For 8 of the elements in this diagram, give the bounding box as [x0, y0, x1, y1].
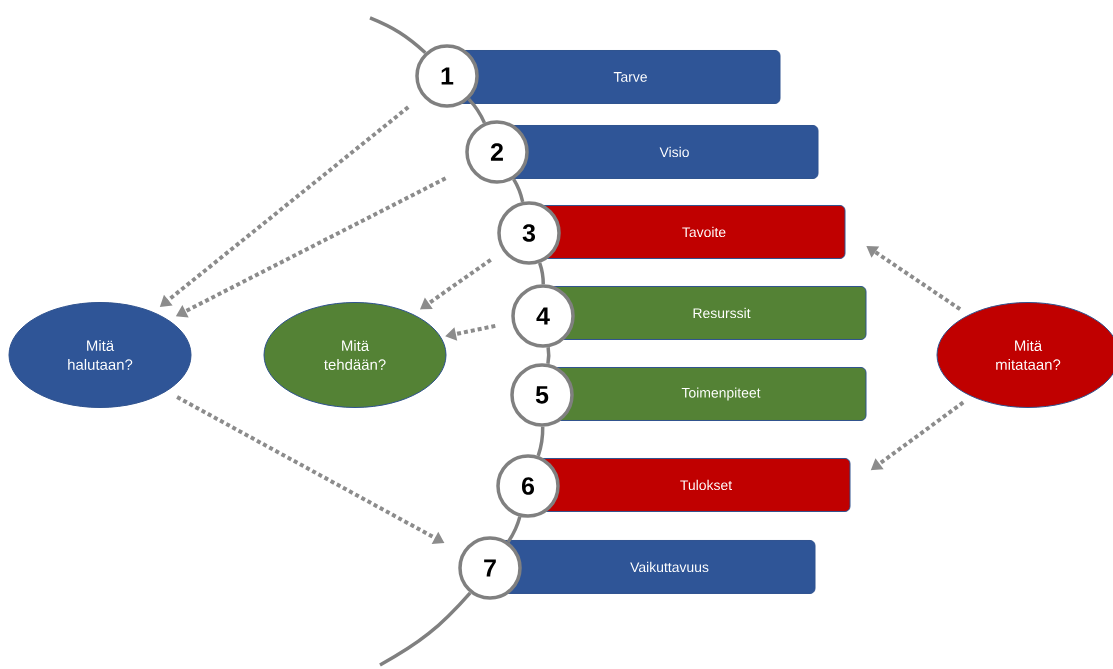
arc-line	[538, 262, 545, 285]
arc-line	[546, 347, 551, 365]
arc-line	[536, 426, 545, 457]
arc-line	[512, 178, 525, 203]
arc-line	[506, 516, 522, 543]
arc-line	[467, 97, 487, 124]
arc-line	[379, 591, 472, 667]
arc-line	[369, 16, 427, 55]
